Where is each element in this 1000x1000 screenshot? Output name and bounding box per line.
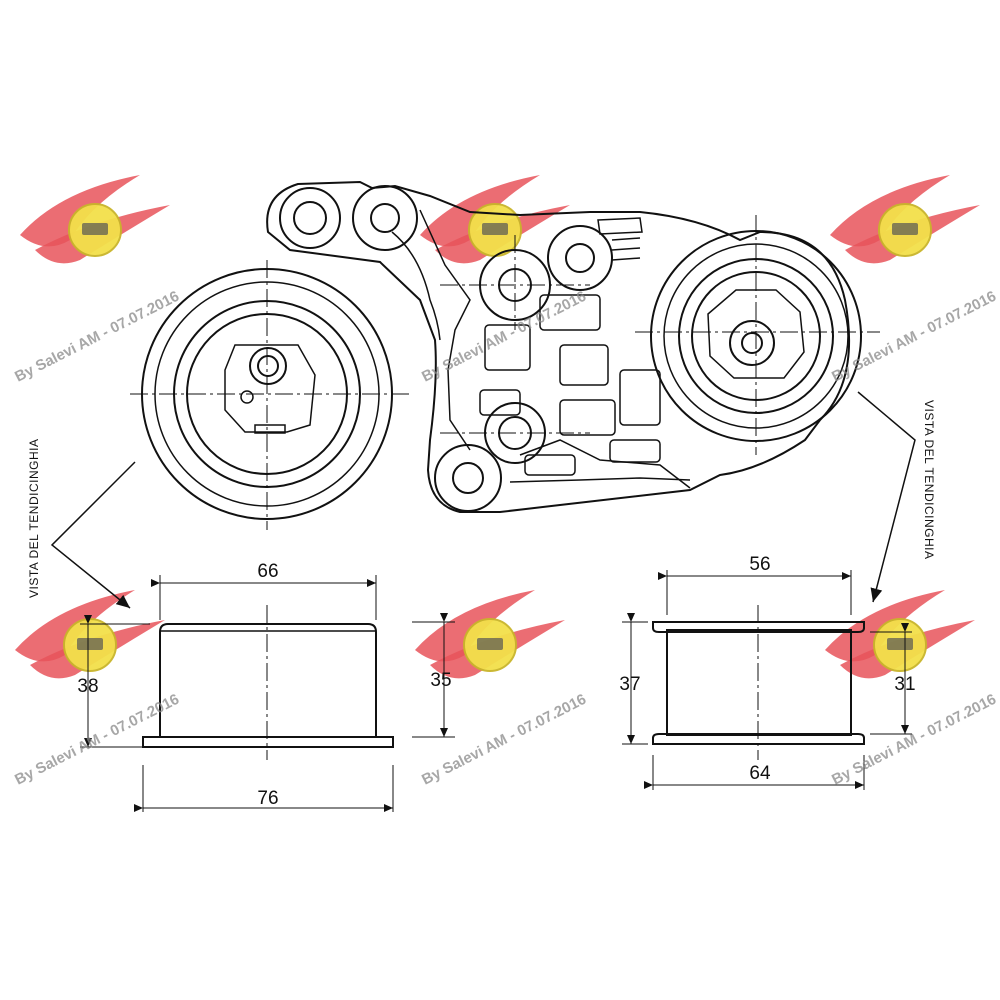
watermark-text-5: By Salevi AM - 07.07.2016 <box>419 691 589 789</box>
view-arrows <box>50 391 916 609</box>
watermark-logo-2 <box>419 174 571 265</box>
tensioner-side-view <box>80 575 455 812</box>
dim-label-31: 31 <box>894 674 915 695</box>
center-lines <box>130 215 880 530</box>
view-label-left: VISTA DEL TENDICINGHIA <box>27 439 41 598</box>
watermark-logo-5 <box>414 589 566 680</box>
watermark-logo-4 <box>14 589 166 680</box>
idler-side-view <box>622 570 912 790</box>
dim-label-56: 56 <box>749 554 770 575</box>
dim-label-37: 37 <box>619 674 640 695</box>
dim-label-66: 66 <box>257 561 278 582</box>
dim-label-35: 35 <box>430 670 451 691</box>
watermark-logo-6 <box>824 589 976 680</box>
dim-label-64: 64 <box>749 763 771 784</box>
view-label-right: VISTA DEL TENDICINGHIA <box>922 400 936 559</box>
watermark-logo-3 <box>829 174 981 265</box>
dim-label-76: 76 <box>257 788 278 809</box>
watermark-text-2: By Salevi AM - 07.07.2016 <box>419 288 589 386</box>
dim-label-38: 38 <box>77 676 98 697</box>
watermark-text-4: By Salevi AM - 07.07.2016 <box>12 691 182 789</box>
watermark-text-6: By Salevi AM - 07.07.2016 <box>829 691 999 789</box>
watermark-logo-1 <box>19 174 171 265</box>
